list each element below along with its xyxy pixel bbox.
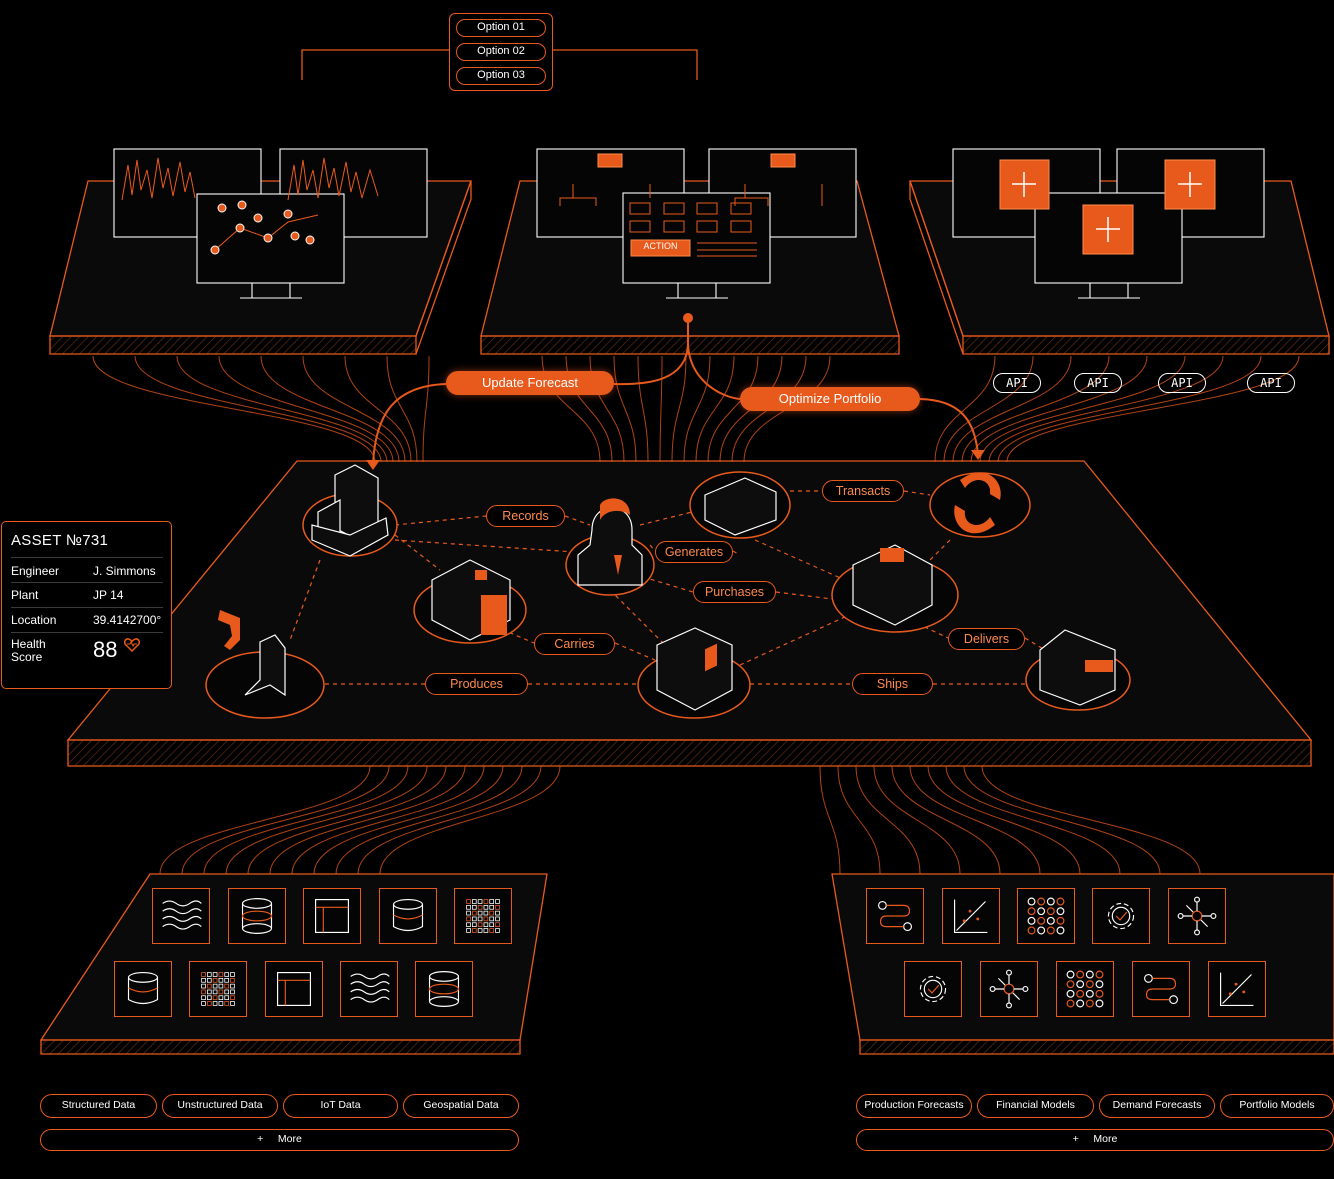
relation-delivers: Delivers bbox=[948, 628, 1025, 650]
asset-row: Location 39.4142700° bbox=[11, 613, 161, 627]
relation-transacts: Transacts bbox=[822, 480, 904, 502]
asset-row-label: Engineer bbox=[11, 564, 60, 578]
option-01-button[interactable]: Option 01 bbox=[456, 19, 546, 37]
asset-row-value: JP 14 bbox=[93, 588, 124, 602]
api-label: API bbox=[1074, 373, 1122, 393]
flow-icon bbox=[1132, 961, 1190, 1017]
scatter-icon bbox=[942, 888, 1000, 944]
relation-carries: Carries bbox=[534, 633, 615, 655]
gear-check-icon bbox=[1092, 888, 1150, 944]
health-label-line: Health bbox=[11, 637, 46, 651]
option-03-button[interactable]: Option 03 bbox=[456, 67, 546, 85]
network-grid-icon bbox=[1056, 961, 1114, 1017]
more-label: More bbox=[277, 1133, 302, 1145]
hub-icon bbox=[1168, 888, 1226, 944]
relation-produces: Produces bbox=[425, 673, 528, 695]
asset-row: Plant JP 14 bbox=[11, 588, 161, 602]
tag-unstructured-data[interactable]: Unstructured Data bbox=[162, 1094, 278, 1118]
health-score: 88 bbox=[93, 637, 118, 662]
relation-generates: Generates bbox=[655, 541, 733, 563]
asset-row-label: Location bbox=[11, 613, 57, 627]
grid-icon bbox=[189, 961, 247, 1017]
flow-icon bbox=[866, 888, 924, 944]
more-data-sources-button[interactable]: + More bbox=[40, 1129, 519, 1151]
relation-ships: Ships bbox=[852, 673, 933, 695]
relation-purchases: Purchases bbox=[693, 581, 776, 603]
optimize-portfolio-pill[interactable]: Optimize Portfolio bbox=[740, 387, 920, 411]
options-panel: Option 01 Option 02 Option 03 bbox=[449, 13, 553, 91]
gear-check-icon bbox=[904, 961, 962, 1017]
plus-icon: + bbox=[257, 1133, 264, 1145]
grid-icon bbox=[454, 888, 512, 944]
tag-portfolio-models[interactable]: Portfolio Models bbox=[1220, 1094, 1334, 1118]
asset-row-label: Plant bbox=[11, 588, 39, 602]
heart-icon bbox=[124, 638, 140, 652]
asset-row-value: 39.4142700° bbox=[93, 613, 162, 627]
window-icon bbox=[265, 961, 323, 1017]
asset-row: Engineer J. Simmons bbox=[11, 564, 161, 578]
bucket-icon bbox=[379, 888, 437, 944]
tag-demand-forecasts[interactable]: Demand Forecasts bbox=[1099, 1094, 1215, 1118]
tag-iot-data[interactable]: IoT Data bbox=[283, 1094, 398, 1118]
api-label: API bbox=[1158, 373, 1206, 393]
more-models-button[interactable]: + More bbox=[856, 1129, 1334, 1151]
bucket-icon bbox=[114, 961, 172, 1017]
tag-production-forecasts[interactable]: Production Forecasts bbox=[856, 1094, 972, 1118]
hub-icon bbox=[980, 961, 1038, 1017]
tag-financial-models[interactable]: Financial Models bbox=[977, 1094, 1094, 1118]
scatter-icon bbox=[1208, 961, 1266, 1017]
tag-geospatial-data[interactable]: Geospatial Data bbox=[403, 1094, 519, 1118]
tag-structured-data[interactable]: Structured Data bbox=[40, 1094, 157, 1118]
asset-card[interactable]: ASSET №731 Engineer J. Simmons Plant JP … bbox=[1, 521, 172, 689]
more-label: More bbox=[1093, 1133, 1118, 1145]
asset-row-value: J. Simmons bbox=[93, 564, 156, 578]
api-label: API bbox=[993, 373, 1041, 393]
cylinder-icon bbox=[228, 888, 286, 944]
health-label-line: Score bbox=[11, 650, 43, 664]
waves-icon bbox=[152, 888, 210, 944]
update-forecast-pill[interactable]: Update Forecast bbox=[446, 371, 614, 395]
plus-icon: + bbox=[1072, 1133, 1079, 1145]
cylinder-icon bbox=[415, 961, 473, 1017]
api-label: API bbox=[1247, 373, 1295, 393]
health-label: Health Score bbox=[11, 638, 161, 664]
waves-icon bbox=[340, 961, 398, 1017]
asset-title: ASSET №731 bbox=[11, 532, 109, 549]
action-label[interactable]: ACTION bbox=[643, 241, 678, 251]
window-icon bbox=[303, 888, 361, 944]
relation-records: Records bbox=[486, 505, 565, 527]
option-02-button[interactable]: Option 02 bbox=[456, 43, 546, 61]
network-grid-icon bbox=[1017, 888, 1075, 944]
